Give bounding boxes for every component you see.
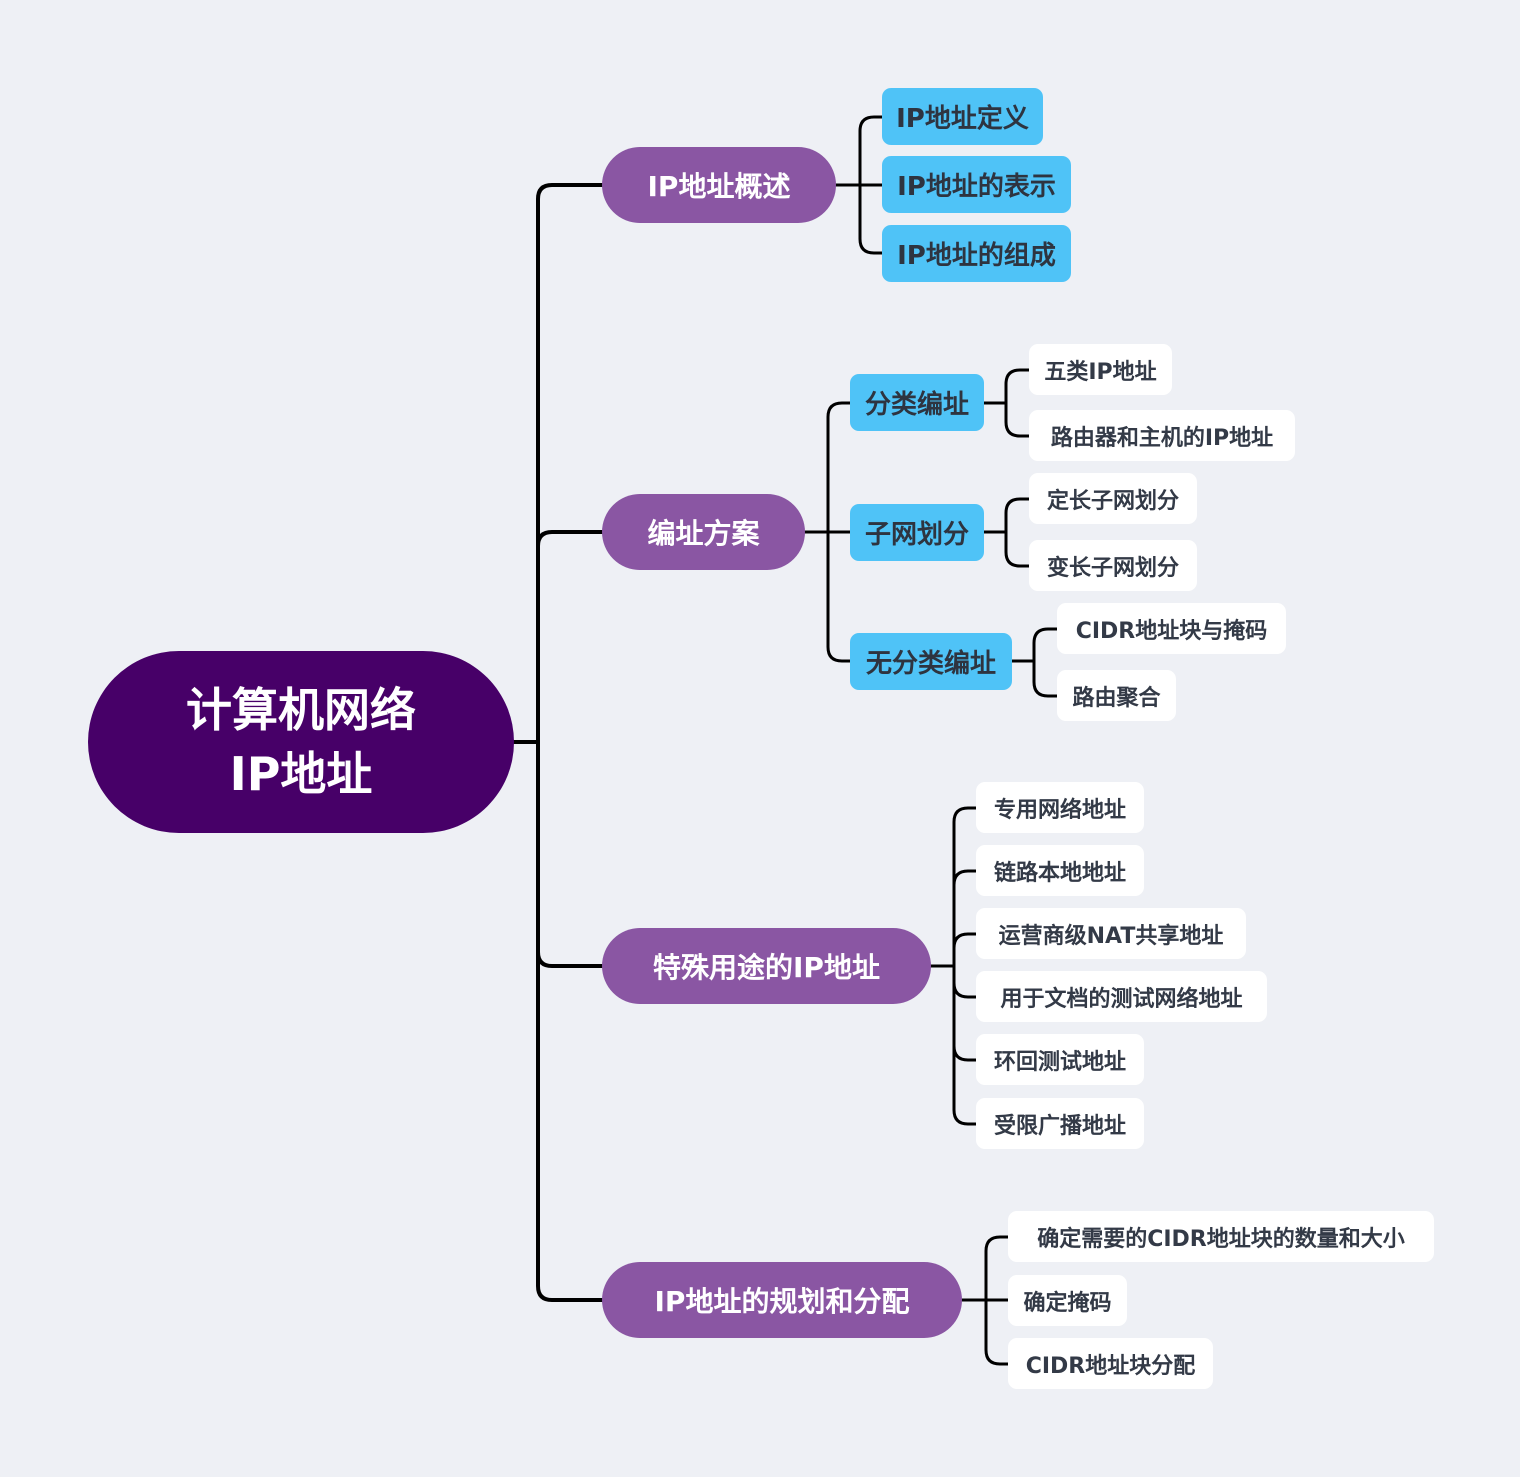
connector-line [1032, 659, 1059, 698]
connector-line [1004, 401, 1031, 438]
connector-line [1004, 497, 1031, 534]
branch-topic[interactable]: IP地址的规划和分配 [602, 1262, 962, 1338]
sub-topic[interactable]: IP地址的表示 [882, 156, 1071, 213]
leaf-topic[interactable]: 定长子网划分 [1029, 473, 1197, 524]
sub-topic[interactable]: 子网划分 [850, 504, 984, 561]
root-topic[interactable]: 计算机网络 IP地址 [88, 651, 514, 833]
connector-line [952, 869, 978, 968]
leaf-topic[interactable]: 路由聚合 [1057, 670, 1176, 721]
connector-line [952, 964, 978, 1062]
connector-line [984, 1298, 1010, 1366]
connector-line [826, 401, 852, 534]
connector-line [826, 530, 852, 663]
sub-topic[interactable]: 分类编址 [850, 374, 984, 431]
leaf-topic[interactable]: 用于文档的测试网络地址 [976, 971, 1267, 1022]
branch-topic[interactable]: 特殊用途的IP地址 [602, 928, 931, 1004]
connector-line [1032, 627, 1059, 663]
connector-line [536, 740, 604, 1302]
leaf-topic[interactable]: CIDR地址块分配 [1008, 1338, 1213, 1389]
connector-line [536, 530, 604, 744]
connector-line [984, 1235, 1010, 1302]
leaf-topic[interactable]: 专用网络地址 [976, 782, 1144, 833]
connector-line [1004, 368, 1031, 405]
branch-topic[interactable]: IP地址概述 [602, 147, 836, 223]
leaf-topic[interactable]: CIDR地址块与掩码 [1057, 603, 1286, 654]
connector-line [952, 964, 978, 999]
connector-line [952, 964, 978, 1126]
sub-topic[interactable]: IP地址定义 [882, 88, 1043, 145]
connector-line [536, 740, 604, 968]
leaf-topic[interactable]: 五类IP地址 [1029, 344, 1172, 395]
sub-topic[interactable]: 无分类编址 [850, 633, 1012, 690]
leaf-topic[interactable]: 确定掩码 [1008, 1275, 1127, 1326]
connector-line [858, 115, 884, 187]
connector-line [858, 183, 884, 255]
leaf-topic[interactable]: 运营商级NAT共享地址 [976, 908, 1246, 959]
root-title-line-1: 计算机网络 [186, 683, 416, 737]
connector-line [952, 932, 978, 968]
leaf-topic[interactable]: 受限广播地址 [976, 1098, 1144, 1149]
connector-line [536, 183, 604, 744]
root-title-line-2: IP地址 [229, 747, 373, 801]
leaf-topic[interactable]: 链路本地地址 [976, 845, 1144, 896]
leaf-topic[interactable]: 路由器和主机的IP地址 [1029, 410, 1295, 461]
connector-line [952, 806, 978, 968]
leaf-topic[interactable]: 确定需要的CIDR地址块的数量和大小 [1008, 1211, 1434, 1262]
branch-topic[interactable]: 编址方案 [602, 494, 805, 570]
connector-line [1004, 530, 1031, 568]
sub-topic[interactable]: IP地址的组成 [882, 225, 1071, 282]
leaf-topic[interactable]: 环回测试地址 [976, 1034, 1144, 1085]
leaf-topic[interactable]: 变长子网划分 [1029, 540, 1197, 591]
